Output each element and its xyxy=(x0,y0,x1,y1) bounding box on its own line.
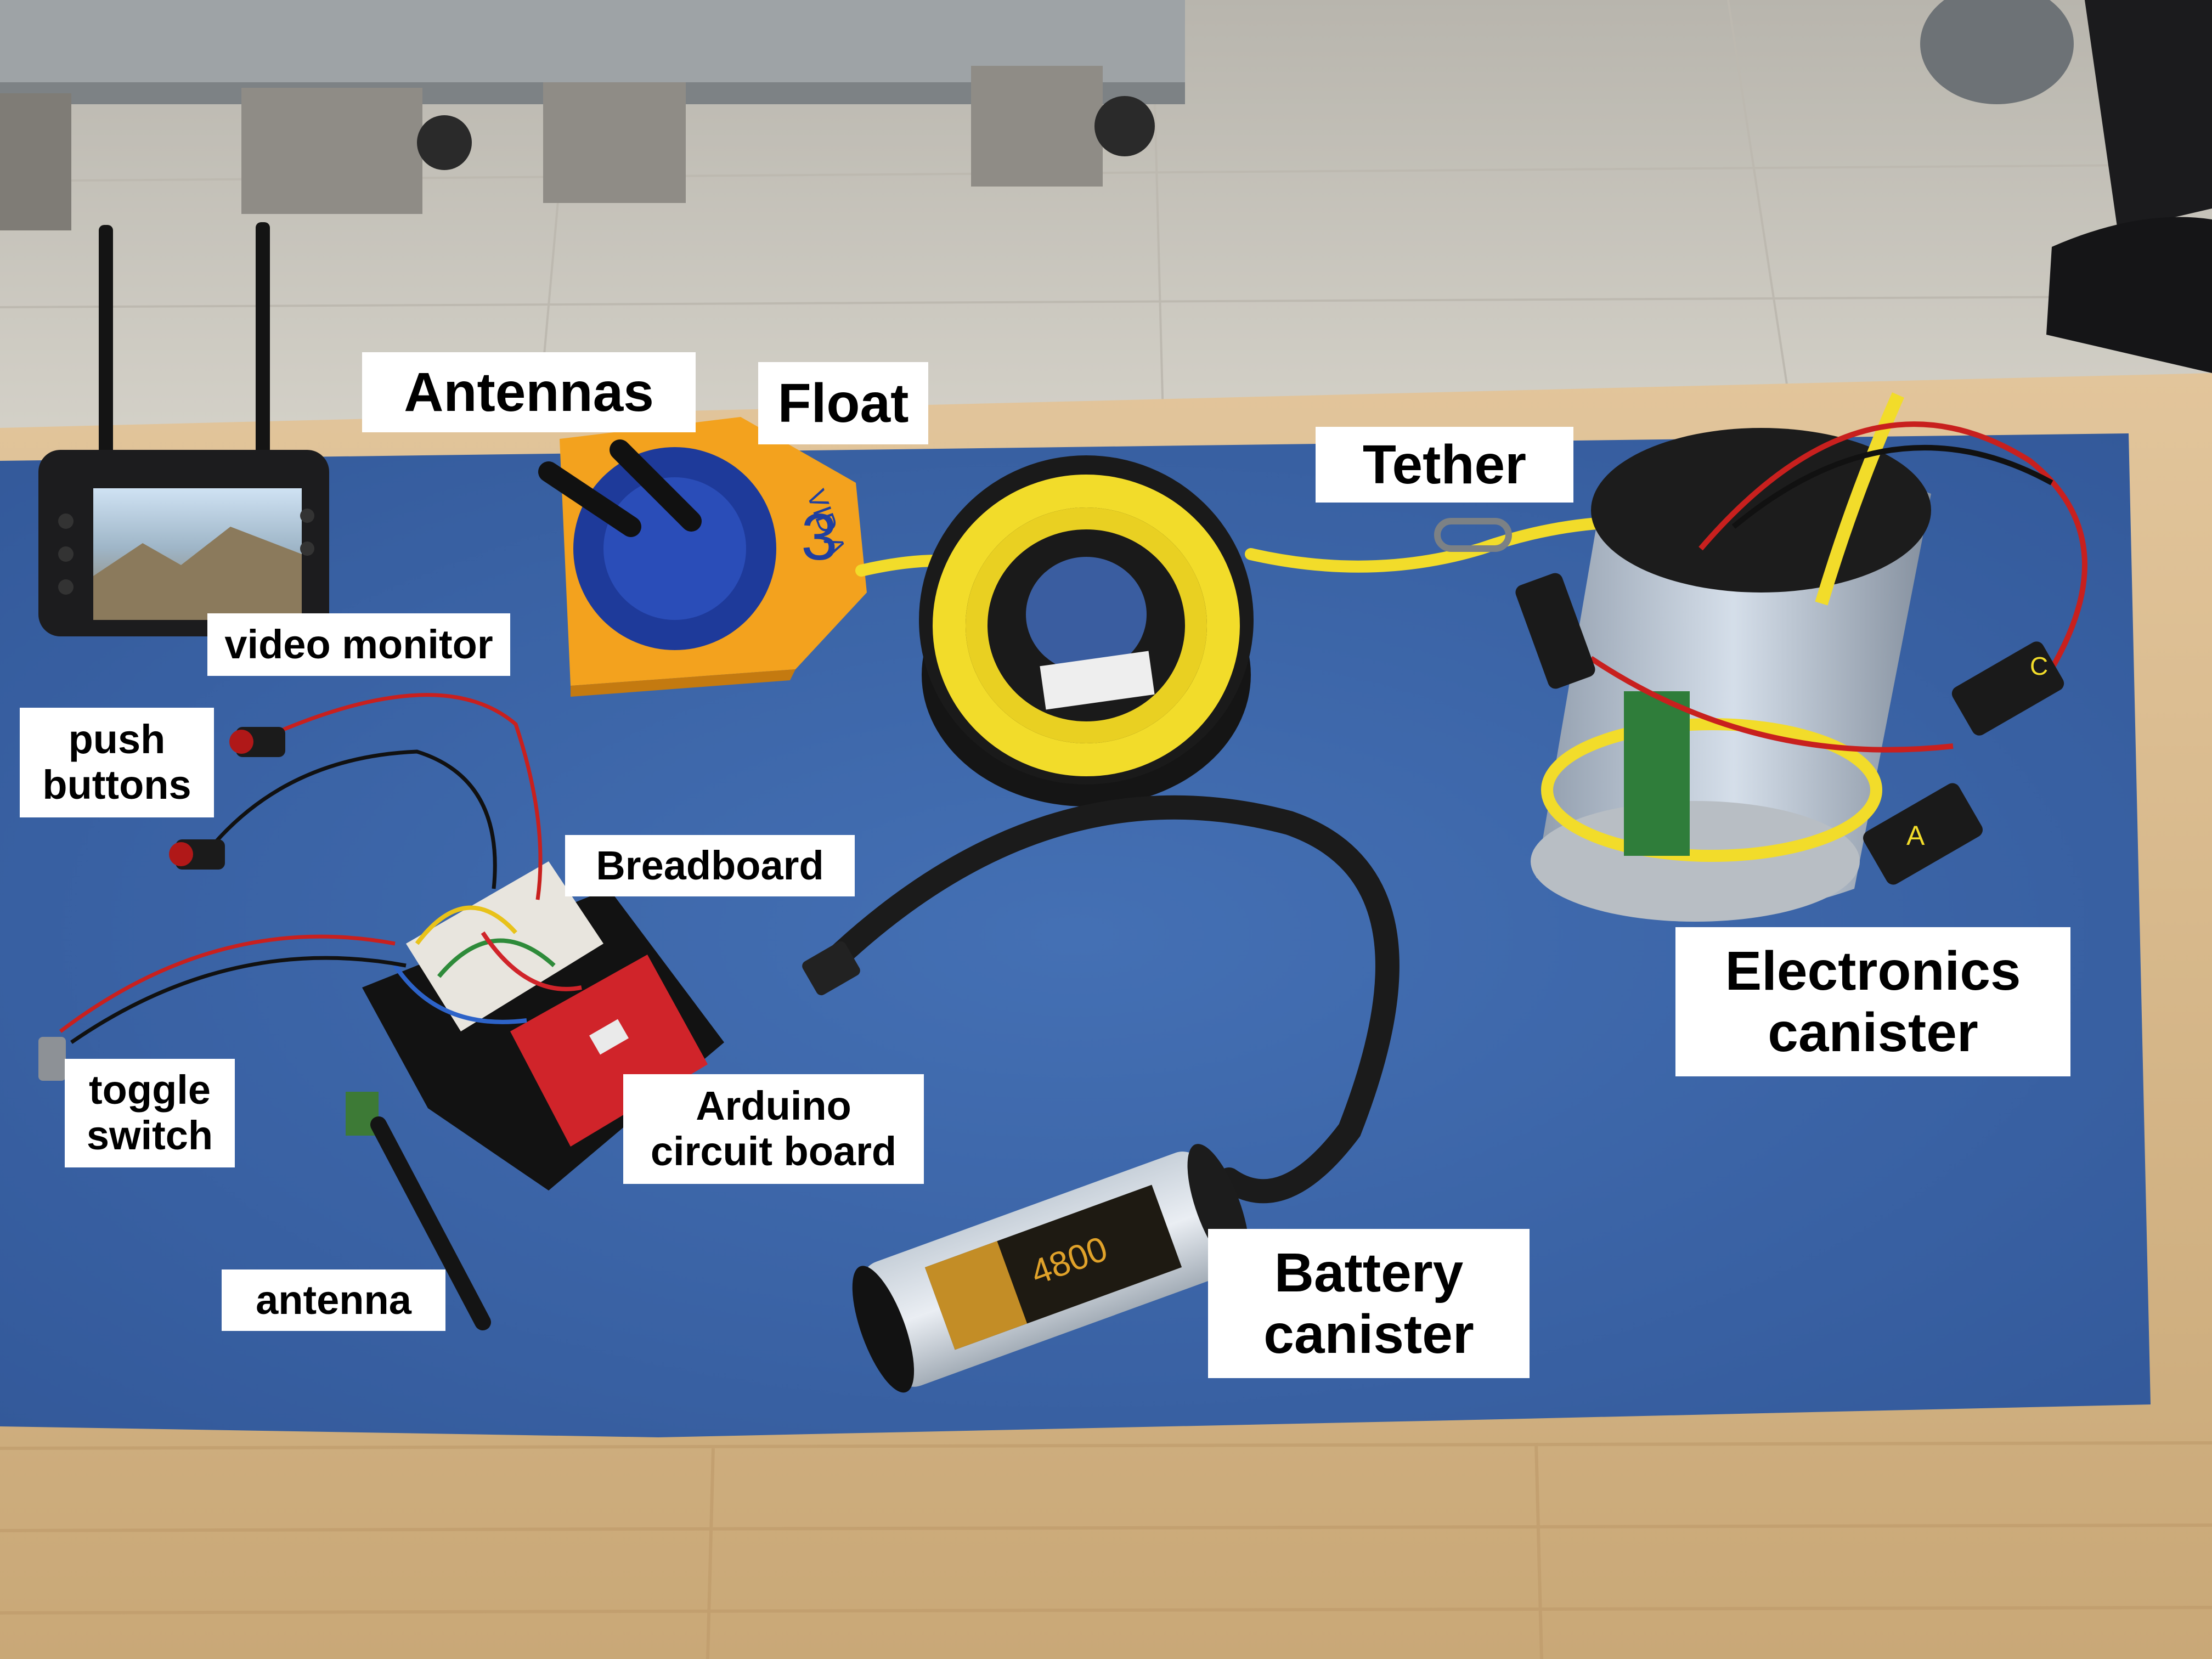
chair xyxy=(1920,0,2212,373)
video-monitor xyxy=(38,222,329,636)
label-line: canister xyxy=(1263,1304,1474,1365)
label-line: antenna xyxy=(256,1277,411,1323)
label-video-monitor: video monitor xyxy=(207,613,510,676)
toggle-switch xyxy=(38,934,407,1081)
label-line: Arduino xyxy=(696,1083,851,1129)
electronics-canister: A C xyxy=(1515,392,2087,922)
tether-reel xyxy=(919,455,1254,806)
plug-tag-a: A xyxy=(1906,820,1925,851)
label-tether: Tether xyxy=(1316,427,1573,503)
label-line: buttons xyxy=(42,762,191,808)
label-line: Tether xyxy=(1362,434,1527,495)
wood-grain xyxy=(0,1441,2212,1659)
float-marking: 3 xyxy=(801,500,838,574)
carabiner xyxy=(1434,518,1512,552)
label-line: video monitor xyxy=(224,621,493,667)
plug-tag-c: C xyxy=(2030,652,2048,680)
battery-canister: 4800 xyxy=(802,795,1400,1393)
push-buttons xyxy=(169,693,543,900)
label-push-buttons: push buttons xyxy=(20,708,214,817)
label-antennas: Antennas xyxy=(362,352,696,432)
label-toggle-switch: toggle switch xyxy=(65,1059,235,1167)
label-line: Electronics xyxy=(1725,940,2021,1002)
label-breadboard: Breadboard xyxy=(565,835,855,896)
label-line: toggle xyxy=(89,1067,211,1113)
label-battery-canister: Battery canister xyxy=(1208,1229,1530,1378)
label-line: Float xyxy=(777,373,909,434)
label-float: Float xyxy=(758,362,928,444)
label-antenna: antenna xyxy=(222,1269,445,1331)
label-line: Antennas xyxy=(404,362,654,423)
label-line: circuit board xyxy=(650,1128,897,1174)
label-line: switch xyxy=(86,1113,213,1158)
label-line: Battery xyxy=(1274,1242,1464,1304)
cart xyxy=(0,0,1185,230)
label-line: Breadboard xyxy=(596,842,824,888)
float: 3 VID A xyxy=(538,417,867,697)
label-electronics-canister: Electronics canister xyxy=(1675,927,2070,1076)
label-arduino-circuit-board: Arduino circuit board xyxy=(623,1074,924,1184)
small-antenna xyxy=(346,1092,491,1330)
label-line: canister xyxy=(1768,1002,1978,1063)
label-line: push xyxy=(68,716,166,763)
